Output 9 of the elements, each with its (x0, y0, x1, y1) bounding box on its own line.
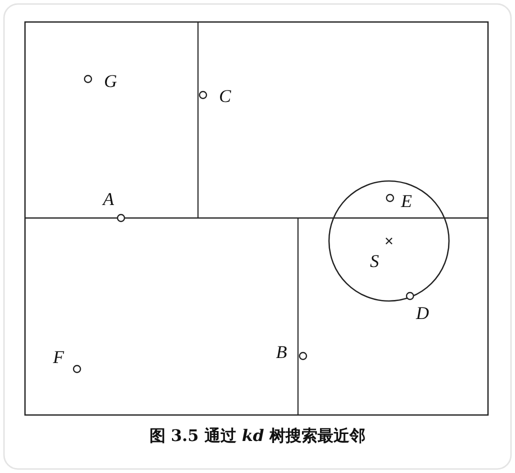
point-label: D (416, 304, 429, 322)
caption: 图 3.5 通过 kd 树搜索最近邻 (149, 426, 366, 445)
point-label: B (276, 343, 287, 361)
point-label: G (104, 72, 117, 90)
point-label: A (103, 190, 114, 208)
point-label: C (219, 87, 232, 105)
point-label: S (370, 252, 379, 270)
point-label: F (53, 348, 64, 366)
point-label: E (401, 192, 412, 210)
